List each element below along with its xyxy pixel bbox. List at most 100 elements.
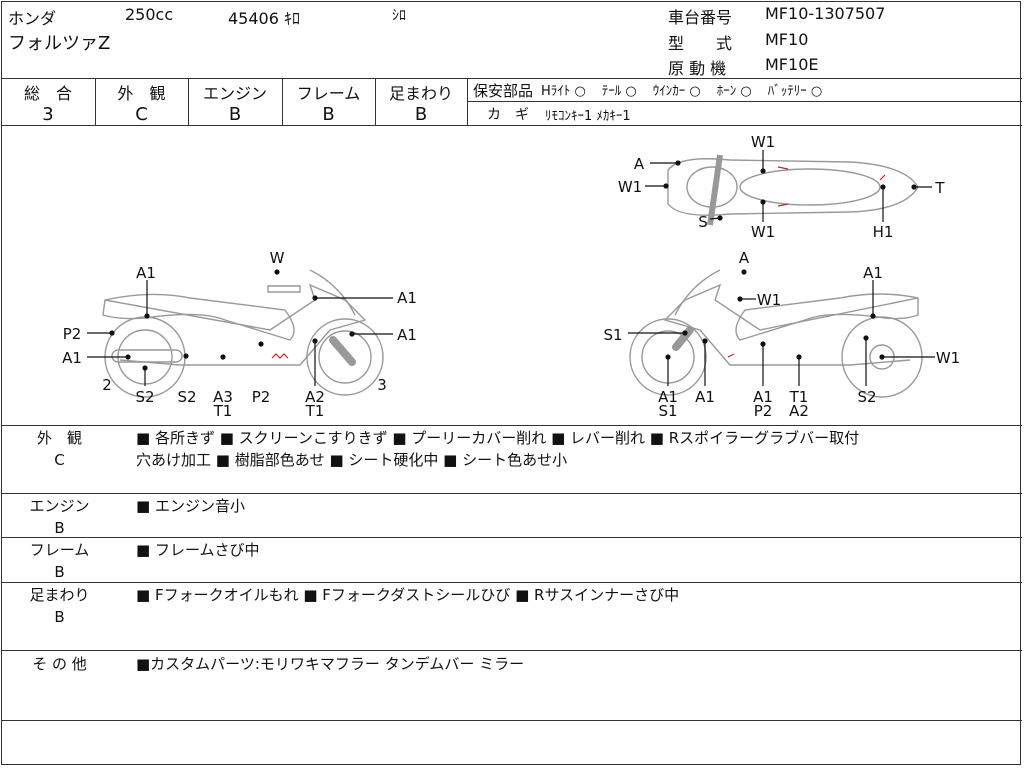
type-label: 型 式	[668, 34, 733, 53]
engine-label: 原 動 機	[668, 59, 727, 78]
remark-text-frame: ■ フレームさび中	[136, 541, 260, 559]
category-label: 外 観	[36, 429, 82, 447]
safety-item-headlight: Hﾗｲﾄ ○	[541, 80, 586, 101]
safety-item-horn: ﾎｰﾝ ○	[717, 80, 752, 101]
damage-code: A1	[62, 349, 82, 367]
damage-diagram: A1 W A1 P2 A1 A1 2 S2 S2 A3 T1 P2 A2 T1 …	[62, 133, 960, 420]
wheel-number: 3	[377, 376, 387, 394]
damage-code: T1	[789, 388, 809, 406]
damage-code: W1	[618, 178, 642, 196]
damage-code: T	[934, 179, 945, 197]
keys-value: ﾘﾓｺﾝｷｰ1 ﾒｶｷｰ1	[545, 109, 631, 124]
divider	[95, 78, 96, 125]
engine-model: MF10E	[765, 55, 819, 74]
category-grade: B	[54, 563, 65, 581]
damage-code: S2	[857, 388, 876, 406]
divider	[1, 650, 1022, 651]
damage-code: S1	[603, 326, 622, 344]
divider	[1, 537, 1022, 538]
grade-label: 足まわり	[388, 84, 453, 103]
remark-line: 穴あけ加工 ■ 樹脂部色あせ ■ シート硬化中 ■ シート色あせ小	[136, 451, 568, 469]
divider	[188, 78, 189, 125]
item-label: ﾎｰﾝ	[716, 84, 737, 99]
damage-code: A	[634, 155, 645, 173]
damage-code: A3	[213, 388, 233, 406]
safety-item-tail: ﾃｰﾙ ○	[602, 80, 637, 101]
remark-text-exterior: ■ 各所きず ■ スクリーンこすりきず ■ プーリーカバー削れ ■ レバー削れ …	[136, 427, 859, 471]
type: MF10	[765, 30, 809, 49]
category-label: フレーム	[29, 541, 90, 559]
item-label: ﾃｰﾙ	[601, 84, 622, 99]
leader-lines	[87, 150, 935, 386]
divider	[467, 78, 468, 125]
divider	[1, 582, 1022, 583]
grade-value: B	[228, 104, 242, 125]
wheel-number: 2	[102, 376, 112, 394]
remark-category-exterior: 外 観 C	[22, 427, 97, 471]
divider	[1, 125, 1022, 126]
mileage: 45406 ｷﾛ	[228, 9, 300, 28]
damage-code: A1	[695, 388, 715, 406]
damage-code: W1	[751, 133, 775, 151]
grade-value: B	[322, 104, 335, 125]
category-grade: B	[54, 519, 65, 537]
frame-number-label: 車台番号	[668, 8, 733, 27]
safety-item-winker: ｳｲﾝｶｰ ○	[653, 80, 701, 101]
scooter-left-side-sketch	[102, 269, 384, 398]
frame-number: MF10-1307507	[765, 4, 886, 23]
grade-label: エンジン	[202, 84, 267, 103]
damage-code: A2	[789, 402, 809, 420]
damage-code: T1	[213, 402, 233, 420]
category-grade: C	[54, 451, 65, 469]
divider	[1, 493, 1022, 494]
item-label: ﾊﾞｯﾃﾘｰ	[767, 84, 807, 99]
displacement: 250cc	[125, 5, 174, 24]
damage-code: A1	[753, 388, 773, 406]
maker: ホンダ	[8, 9, 57, 28]
remark-text-other: ■カスタムパーツ:モリワキマフラー タンデムバー ミラー	[136, 655, 525, 673]
safety-label: 保安部品	[473, 82, 534, 100]
item-mark: ○	[810, 84, 823, 99]
grade-label: 外 観	[117, 84, 166, 103]
damage-code: W1	[751, 223, 775, 241]
damage-code: W1	[757, 291, 781, 309]
divider	[1, 425, 1022, 426]
item-mark: ○	[740, 84, 752, 99]
damage-code: S1	[658, 402, 677, 420]
damage-code: S2	[135, 388, 154, 406]
model-name: フォルツァZ	[8, 33, 111, 54]
damage-code: A1	[863, 264, 883, 282]
item-mark: ○	[689, 84, 701, 99]
category-label: 足まわり	[29, 586, 90, 604]
category-label: そ の 他	[32, 655, 87, 673]
item-label: ｳｲﾝｶｰ	[652, 84, 686, 99]
safety-item-battery: ﾊﾞｯﾃﾘｰ ○	[768, 80, 822, 101]
divider	[375, 78, 376, 125]
damage-code: W1	[936, 349, 960, 367]
damage-code: W	[270, 249, 285, 267]
item-label: Hﾗｲﾄ	[541, 84, 571, 99]
remark-category-other: そ の 他	[22, 653, 97, 675]
item-mark: ○	[574, 84, 586, 99]
divider	[282, 78, 283, 125]
color: ｼﾛ	[392, 8, 406, 24]
damage-code: A2	[305, 388, 325, 406]
damage-code: S2	[177, 388, 196, 406]
damage-code: P2	[754, 402, 773, 420]
divider	[1, 720, 1022, 721]
divider	[1, 78, 1022, 79]
damage-code: A1	[397, 289, 417, 307]
grade-label: フレーム	[296, 84, 361, 103]
remark-category-suspension: 足まわり B	[22, 584, 97, 628]
damage-code: A	[739, 249, 750, 267]
keys-label: カ ギ	[487, 107, 529, 123]
grade-value: B	[414, 104, 428, 125]
damage-code: H1	[873, 223, 894, 241]
category-grade: B	[54, 608, 65, 626]
damage-code: P2	[252, 388, 271, 406]
damage-code: A1	[136, 264, 156, 282]
